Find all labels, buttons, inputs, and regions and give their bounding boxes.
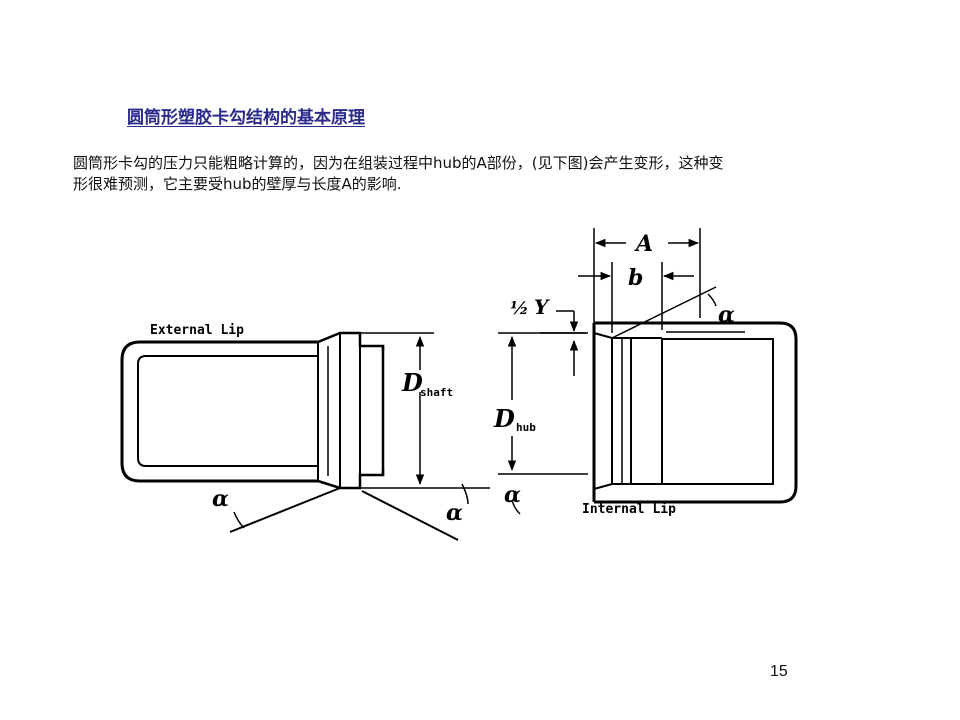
hub-part xyxy=(592,286,798,504)
angle-lines xyxy=(229,293,717,541)
paragraph-line-2: 形很难预测，它主要受hub的壁厚与长度A的影响. xyxy=(73,175,402,193)
external-lip-label: External Lip xyxy=(150,323,244,338)
dim-b-label: b xyxy=(628,265,643,291)
page-number: 15 xyxy=(770,663,788,680)
dimension-half-y xyxy=(556,310,579,376)
d-hub-subscript: hub xyxy=(516,421,536,434)
dim-a-label: A xyxy=(634,231,653,257)
page-title: 圆筒形塑胶卡勾结构的基本原理 xyxy=(127,108,365,128)
shaft-part xyxy=(120,331,385,490)
d-hub-main: D xyxy=(493,404,515,433)
internal-lip-label: Internal Lip xyxy=(582,502,676,517)
alpha-label-hub-bottom: α xyxy=(504,482,521,508)
half-y-label: Y xyxy=(534,295,550,319)
extension-lines xyxy=(360,228,701,489)
paragraph-line-1: 圆筒形卡勾的压力只能粗略计算的，因为在组装过程中hub的A部份，(见下图)会产生… xyxy=(73,154,724,172)
alpha-label-center: α xyxy=(446,500,463,526)
d-shaft-subscript: shaft xyxy=(420,386,453,399)
d-shaft-main: D xyxy=(401,368,423,397)
alpha-label-hub-top: α xyxy=(718,302,735,328)
body-paragraph: 圆筒形卡勾的压力只能粗略计算的，因为在组装过程中hub的A部份，(见下图)会产生… xyxy=(73,153,888,195)
alpha-label-left: α xyxy=(212,486,229,512)
half-y-fraction: ½ xyxy=(510,298,529,319)
